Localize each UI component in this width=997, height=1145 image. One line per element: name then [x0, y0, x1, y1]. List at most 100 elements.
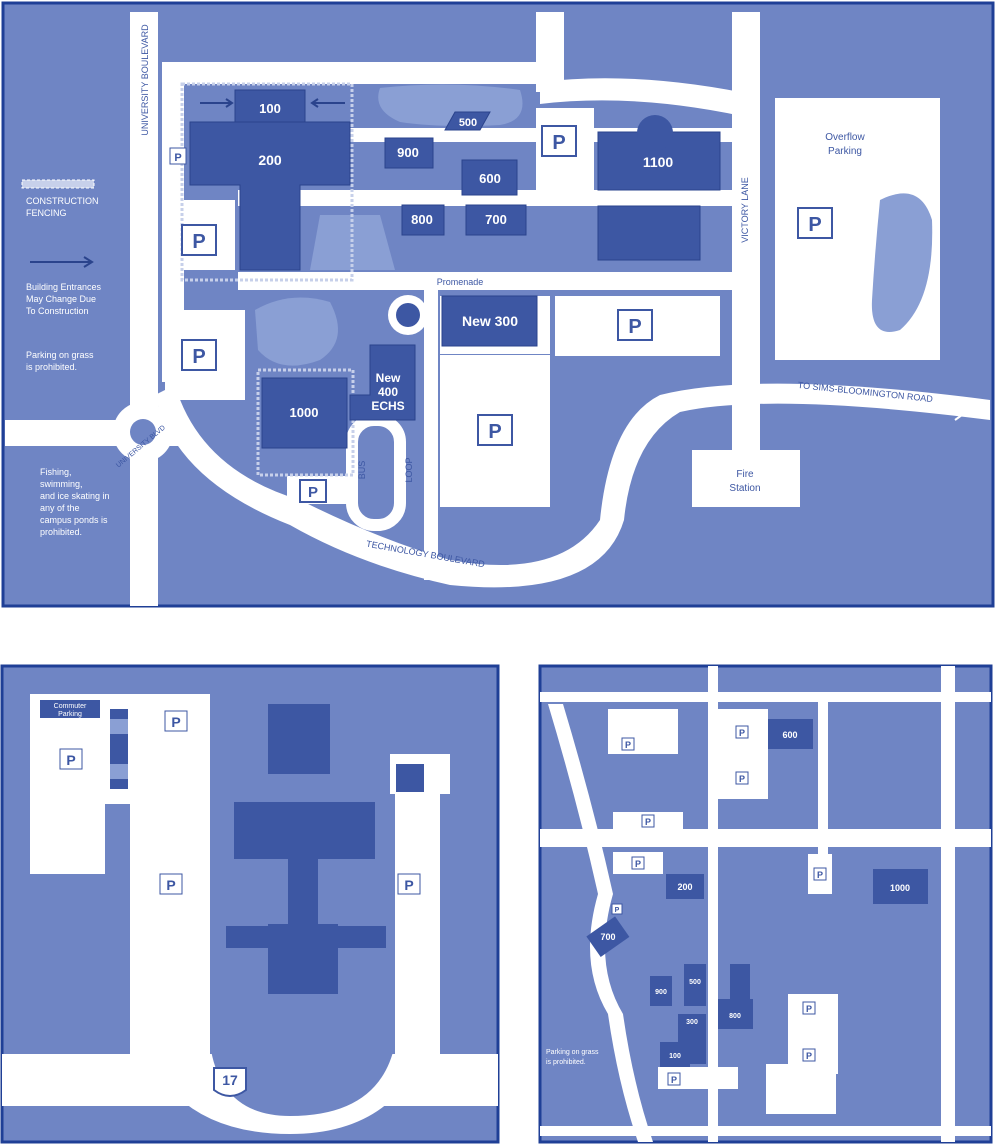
building-1100: [597, 131, 721, 191]
parking-symbol: P: [739, 774, 745, 784]
legend-entrances-3: To Construction: [26, 306, 89, 316]
br-lot-7: [718, 709, 768, 799]
fire-station-label-2: Station: [729, 483, 760, 494]
building-100: [234, 89, 306, 126]
label-100: 100: [259, 101, 281, 116]
overflow-label-1: Overflow: [825, 132, 865, 143]
main-campus-map: 100 200 900 500 600 800 700 1100 New 300…: [1, 1, 995, 608]
fencing-legend-swatch: [21, 179, 95, 189]
parking-sign-west-2: [181, 339, 217, 371]
br-building-1000: [873, 869, 928, 904]
loop-label: LOOP: [404, 457, 414, 482]
parking-symbol: P: [404, 877, 413, 893]
label-new400-3: ECHS: [371, 399, 404, 413]
br-building-600: [768, 719, 813, 749]
br-note-1: Parking on grass: [546, 1049, 599, 1056]
legend-fishing-6: prohibited.: [40, 527, 82, 537]
parking-sign-upper: [541, 125, 577, 157]
br-label-1000: 1000: [890, 883, 910, 893]
legend-grass-1: Parking on grass: [26, 350, 94, 360]
bl-right-arm: [395, 764, 440, 1094]
building-800: [401, 204, 445, 236]
br-label-900: 900: [655, 989, 667, 996]
br-parking-sign: [621, 737, 635, 751]
parking-symbol: P: [166, 877, 175, 893]
br-label-100: 100: [669, 1053, 681, 1060]
br-road-south: [540, 1126, 991, 1136]
bl-strip-light-2: [110, 764, 128, 779]
label-200: 200: [258, 152, 282, 168]
label-900: 900: [397, 145, 419, 160]
loop-road-curve: [540, 78, 760, 120]
br-label-500: 500: [689, 979, 701, 986]
br-road-mid: [818, 694, 828, 894]
building-200: [189, 121, 351, 271]
parking-sign-tiny: [169, 147, 187, 165]
br-road-east: [941, 666, 955, 1142]
university-blvd-label: UNIVERSITY BOULEVARD: [140, 24, 150, 136]
bottom-left-campus-map: Commuter Parking Parking on grass is pro…: [0, 664, 500, 1144]
entrance-arrow-icon: [200, 98, 345, 108]
br-label-700: 700: [600, 932, 615, 942]
parking-symbol: P: [171, 714, 180, 730]
br-building-200: [666, 874, 704, 899]
fire-station-lot: [692, 450, 800, 507]
bottom-right-campus-map: 600 200 1000 700 900 500 300 100 800 P P…: [538, 664, 993, 1144]
fencing-200: [180, 82, 354, 282]
building-500: [444, 111, 491, 131]
promenade-road: [238, 272, 758, 290]
courtyard: [310, 215, 395, 270]
label-500: 500: [459, 117, 477, 129]
loop-road: [162, 62, 542, 84]
bl-u-inner: [210, 1044, 395, 1116]
west-pond: [255, 297, 338, 366]
building-1100-annex: [597, 205, 701, 261]
route-17-shield-icon: [213, 1067, 247, 1097]
br-lot-1: [608, 709, 678, 754]
arrow-icon: [934, 409, 964, 421]
promenade-label: Promenade: [437, 277, 484, 287]
br-buildings: [586, 719, 928, 1067]
br-parking-sign: [611, 903, 623, 915]
br-parking-sign: [735, 771, 749, 785]
loop-road-label: Loop Road: [418, 70, 462, 80]
victory-lane-label: VICTORY LANE: [740, 177, 750, 243]
small-roundabout-center: [396, 303, 420, 327]
parking-symbol: P: [671, 1075, 677, 1085]
parking-symbol: P: [192, 346, 205, 368]
br-building-500: [684, 964, 706, 1006]
bl-note-2: is prohibited: [38, 860, 70, 866]
br-building-100: [660, 1042, 690, 1067]
parking-sign-east: [617, 309, 653, 341]
parking-symbol: P: [488, 421, 501, 443]
legend-entrances-2: May Change Due: [26, 294, 96, 304]
fire-station-label-1: Fire: [736, 469, 754, 480]
parking-symbol: P: [739, 728, 745, 738]
br-parking-sign: [641, 814, 655, 828]
label-800: 800: [411, 212, 433, 227]
parking-sign-central: [477, 414, 513, 446]
br-road-north: [540, 692, 991, 702]
label-1100: 1100: [643, 154, 674, 170]
main-legend: CONSTRUCTION FENCING Building Entrances …: [21, 98, 345, 537]
bl-commuter-lot-lower: [30, 804, 105, 874]
building-900: [384, 137, 434, 169]
parking-symbol: P: [174, 152, 181, 164]
parking-symbol: P: [615, 907, 620, 914]
legend-fishing-2: swimming,: [40, 479, 83, 489]
br-parking-sign: [813, 867, 827, 881]
route-shield-number: 17: [222, 1072, 238, 1088]
label-new400-1: New: [376, 371, 401, 385]
legend-fishing-4: any of the: [40, 503, 80, 513]
building-new400: [349, 344, 416, 421]
bl-commuter-label-2: Parking: [58, 711, 82, 718]
parking-symbol: P: [635, 859, 641, 869]
bl-building-cross: [226, 926, 386, 948]
parking-symbol: P: [628, 316, 641, 338]
parking-symbol: P: [817, 870, 823, 880]
building-1100-dome: [637, 115, 673, 151]
bus-label: BUS: [357, 461, 367, 480]
br-label-600: 600: [782, 730, 797, 740]
label-new400-2: 400: [378, 385, 398, 399]
label-new300: New 300: [462, 313, 518, 329]
